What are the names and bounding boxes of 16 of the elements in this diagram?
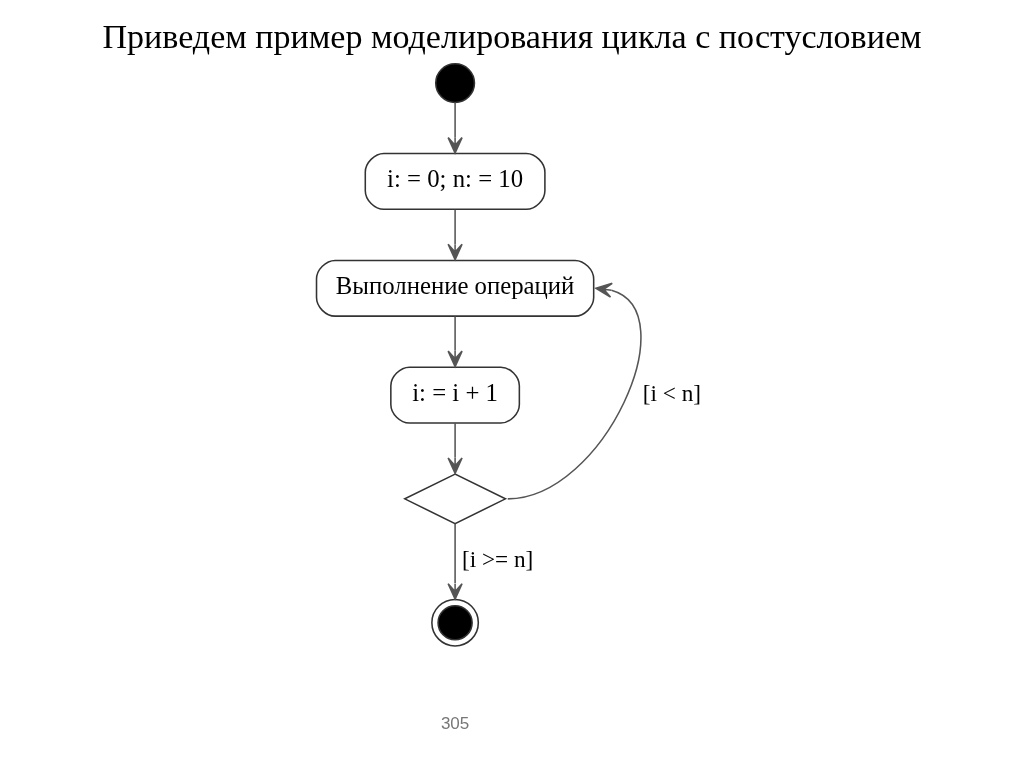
arrow [506,282,642,500]
edge-label: [i >= n] [462,545,534,572]
node-diamond [403,473,508,525]
node-box: i: = 0; n: = 10 [364,152,546,211]
arrow [447,522,463,600]
arrow [447,422,463,475]
node-box: Выполнение операций [315,259,595,317]
arrow [447,315,463,368]
edge-label: [i < n] [642,379,701,406]
node-circle [431,598,480,647]
arrow [447,208,463,261]
arrow [447,101,463,154]
node-box: i: = i + 1 [390,366,521,424]
label: 305 [440,714,470,734]
diagram-title: Приведем пример моделирования цикла с постусловием [102,17,922,55]
node-circle [434,63,476,104]
